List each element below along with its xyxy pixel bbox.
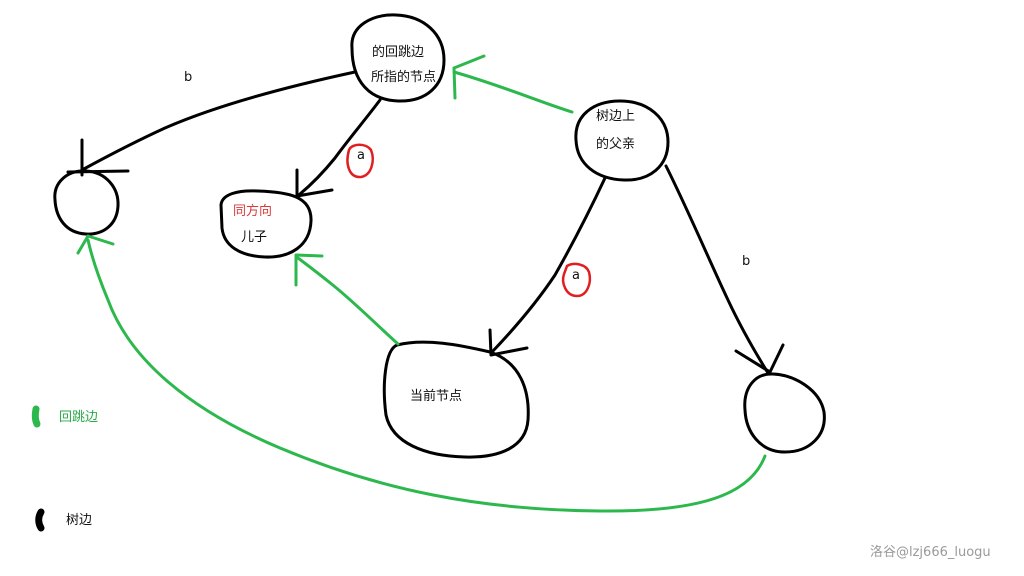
edge-label-a-mid: a — [572, 268, 580, 283]
node-current — [382, 340, 530, 459]
node-parent-label-2: 的父亲 — [596, 136, 635, 152]
back-edge-parent-to-top-arrow — [452, 54, 486, 100]
tree-edge-parent-to-current-arrow — [488, 328, 529, 357]
node-top-label-1: 的回跳边 — [372, 44, 424, 60]
edge-label-b-top: b — [184, 70, 192, 85]
tree-edge-parent-to-current — [490, 176, 607, 354]
back-edge-current-to-son — [296, 256, 400, 346]
tree-edge-top-to-son-arrow — [295, 168, 334, 198]
legend: 回跳边 树边 — [31, 405, 98, 532]
legend-tree-edge-swatch — [35, 508, 45, 532]
node-parent-label-1: 树边上 — [596, 109, 635, 124]
node-top — [350, 13, 446, 103]
node-son — [219, 189, 313, 259]
tree-edge-top-to-left — [80, 70, 357, 172]
legend-back-edge-swatch — [31, 405, 41, 428]
node-top-label-2: 所指的节点 — [371, 69, 436, 85]
node-son-label-1: 同方向 — [233, 203, 272, 219]
node-left — [53, 169, 120, 236]
back-edge-current-to-son-arrow — [294, 253, 324, 287]
watermark: 洛谷@lzj666_luogu — [870, 545, 991, 560]
tree-edge-top-to-son — [298, 98, 382, 196]
edge-a-top-highlight — [346, 143, 374, 179]
back-edge-right-to-left-arrow — [76, 234, 115, 255]
node-parent — [574, 99, 670, 182]
edge-label-a-top: a — [357, 148, 365, 163]
legend-back-edge-label: 回跳边 — [59, 410, 98, 425]
tree-edge-parent-to-right-arrow — [734, 343, 785, 374]
node-son-label-2: 儿子 — [241, 230, 267, 245]
edge-label-b-right: b — [742, 254, 750, 269]
legend-tree-edge-label: 树边 — [66, 513, 92, 528]
tree-edge-parent-to-right — [664, 164, 770, 375]
tree-edge-top-to-left-arrow — [66, 138, 130, 177]
node-current-label: 当前节点 — [410, 388, 462, 404]
back-edge-right-to-left — [86, 238, 767, 513]
edge-a-mid-highlight — [561, 262, 592, 298]
back-edge-parent-to-top — [452, 70, 574, 114]
node-right — [743, 372, 826, 454]
